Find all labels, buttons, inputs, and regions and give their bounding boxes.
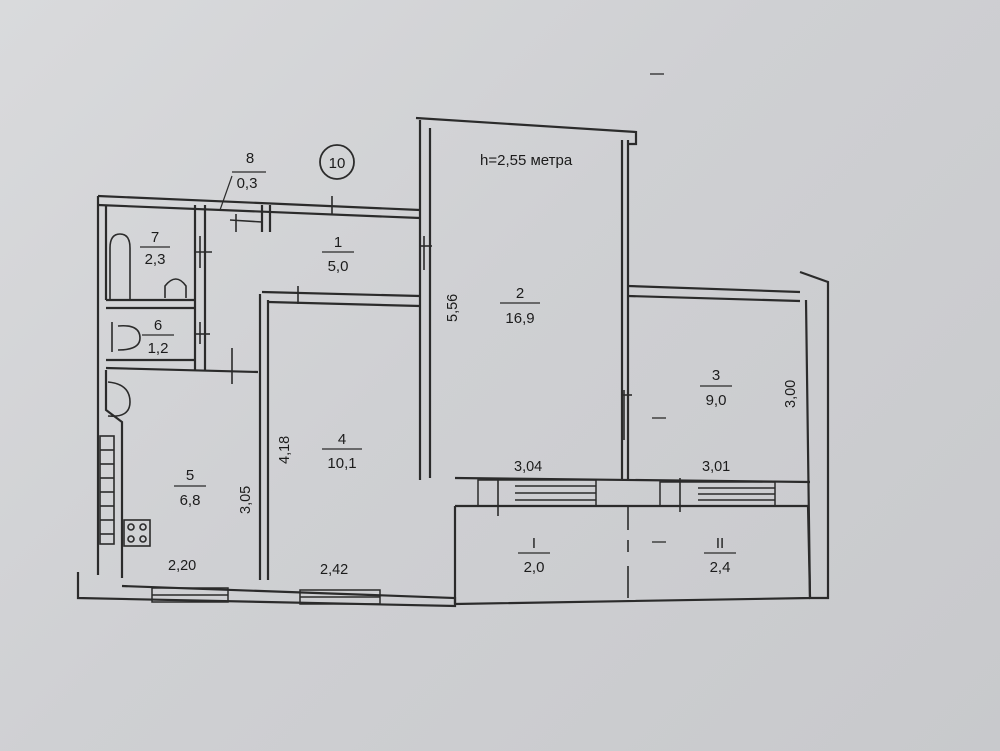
room-6-label: 6 1,2 (142, 317, 174, 357)
partition-kitchen-room4 (258, 294, 270, 580)
partition-hall-room2 (260, 205, 272, 232)
toilet-icon (111, 322, 141, 352)
dim-room3-height: 3,00 (783, 380, 799, 408)
balcony-I-label: I 2,0 (518, 535, 550, 576)
outer-wall-top-left (97, 194, 421, 220)
svg-text:1: 1 (334, 234, 342, 251)
stove-icon (123, 519, 151, 547)
partition-wc (105, 358, 259, 374)
svg-text:5,0: 5,0 (328, 258, 349, 275)
svg-text:I: I (532, 535, 536, 552)
dim-room3-width: 3,01 (702, 459, 730, 475)
outer-wall-left (96, 196, 108, 575)
room2-wall-left (418, 120, 432, 480)
svg-text:7: 7 (151, 229, 159, 246)
svg-text:3: 3 (712, 367, 720, 384)
radiator-icon (99, 435, 115, 545)
svg-text:2,0: 2,0 (524, 559, 545, 576)
balcony-II-label: II 2,4 (704, 535, 736, 576)
room2-wall-right (620, 140, 630, 480)
room3-wall-top (627, 284, 801, 303)
dim-room5-width: 2,20 (168, 558, 196, 574)
room-5-label: 5 6,8 (174, 467, 206, 509)
room-2-label: 2 16,9 (500, 285, 540, 327)
dim-room4-height: 4,18 (277, 436, 293, 464)
sink-icon (164, 278, 187, 298)
outer-wall-bottom (76, 572, 457, 608)
room-7-label: 7 2,3 (140, 229, 170, 268)
partition-room1-left (193, 205, 207, 370)
partition-room4-top (261, 290, 421, 308)
room8-pointer (219, 175, 233, 211)
room8-area: 0,3 (237, 175, 258, 192)
svg-text:2,3: 2,3 (145, 251, 166, 268)
svg-text:16,9: 16,9 (505, 310, 534, 327)
svg-text:5: 5 (186, 467, 194, 484)
svg-text:2,4: 2,4 (710, 559, 731, 576)
apartment-number: 10 (329, 155, 346, 172)
dim-room5-height: 3,05 (238, 486, 254, 514)
dim-room4-width: 2,42 (320, 562, 348, 578)
room-1-label: 1 5,0 (322, 234, 354, 275)
room-3-label: 3 9,0 (700, 367, 732, 409)
room3-wall-right (799, 270, 830, 600)
kitchen-sink-icon (107, 381, 131, 418)
apartment-number-circle (319, 144, 355, 180)
svg-text:2: 2 (516, 285, 524, 302)
room2-wall-top (415, 116, 638, 146)
room-4-label: 4 10,1 (322, 431, 362, 472)
bathtub-icon (109, 233, 131, 300)
svg-text:1,2: 1,2 (148, 340, 169, 357)
svg-text:9,0: 9,0 (706, 392, 727, 409)
svg-text:4: 4 (338, 431, 346, 448)
dim-room2-width: 3,04 (514, 459, 542, 475)
svg-text:10,1: 10,1 (327, 455, 356, 472)
svg-text:6,8: 6,8 (180, 492, 201, 509)
partition-bath (106, 298, 195, 310)
ceiling-height-note: h=2,55 метра (480, 152, 573, 169)
room8-number: 8 (246, 150, 254, 167)
svg-text:6: 6 (154, 317, 162, 334)
dim-room2-height: 5,56 (445, 294, 461, 322)
svg-text:II: II (716, 535, 724, 552)
balcony-wall (453, 476, 812, 606)
